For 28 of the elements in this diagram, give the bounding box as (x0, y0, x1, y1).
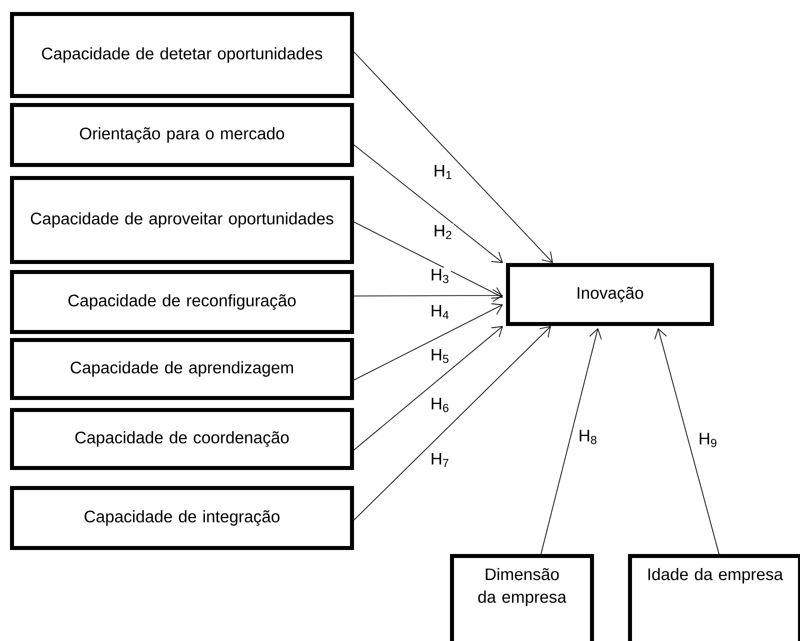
text-box: Idade da empresa (628, 554, 800, 641)
arrow (354, 144, 503, 263)
arrow (354, 326, 551, 520)
text-box: Capacidade de integração (10, 486, 354, 550)
edge-label: H$_{2}$ (432, 224, 454, 240)
text-box: Inovação (506, 263, 714, 326)
edge-label: H$_{4}$ (429, 304, 451, 320)
arrow (354, 326, 503, 450)
arrow (354, 289, 503, 302)
edge-label: H$_{6}$ (429, 396, 451, 414)
text-box: Orientação para o mercado (10, 103, 354, 167)
edge-label: H$_{9}$ (697, 432, 719, 448)
text-box: Capacidade de aprendizagem (10, 338, 354, 400)
text-box: Capacidade de aproveitar oportunidades (10, 176, 354, 264)
arrow (354, 52, 553, 263)
edge-label: H$_{5}$ (429, 348, 451, 364)
text-box: Capacidade de detetar oportunidades (10, 12, 354, 98)
arrow (354, 303, 503, 380)
text-box: Dimensão da empresa (450, 554, 594, 641)
edge-label: H$_{3}$ (429, 268, 451, 284)
arrow (354, 222, 503, 299)
text-box: Capacidade de coordenação (10, 408, 354, 470)
edge-label: H$_{7}$ (429, 452, 451, 468)
arrow (540, 328, 602, 554)
text-box: Capacidade de reconfiguração (10, 270, 354, 334)
arrow (654, 328, 720, 554)
edge-label: H$_{1}$ (432, 164, 454, 180)
edge-label: H$_{8}$ (577, 428, 599, 446)
